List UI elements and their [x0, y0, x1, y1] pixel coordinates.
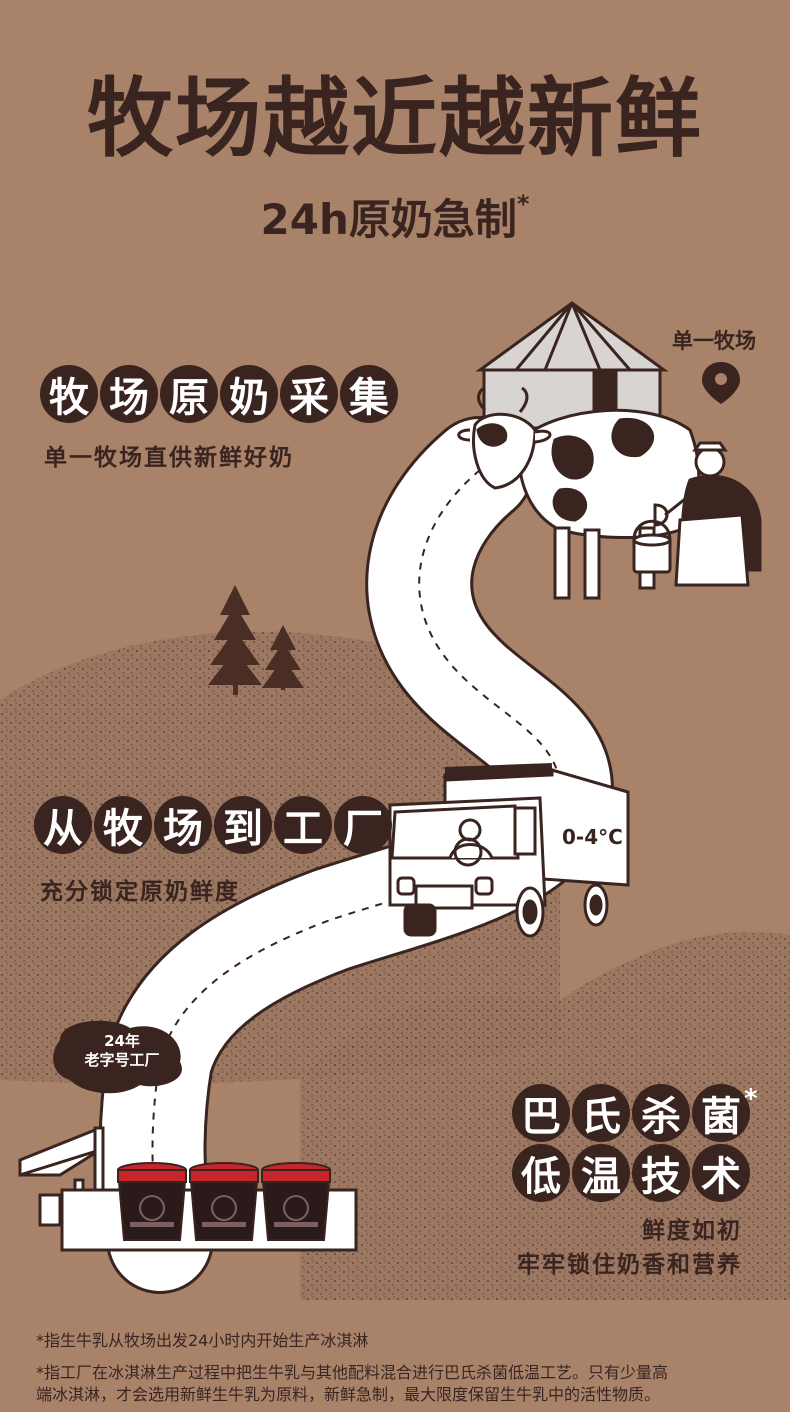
- process-pill: 杀: [632, 1084, 690, 1142]
- process-pill: 术: [692, 1144, 750, 1202]
- page-title: 牧场越近越新鲜: [87, 69, 703, 169]
- farm-pill: 采: [280, 365, 338, 423]
- process-desc: 鲜度如初 牢牢锁住奶香和营养: [517, 1214, 742, 1282]
- process-pill: 菌: [692, 1084, 750, 1142]
- footnote-1: *指生牛乳从牧场出发24小时内开始生产冰淇淋: [36, 1331, 369, 1350]
- farm-pill: 原: [160, 365, 218, 423]
- footnote-2: *指工厂在冰淇淋生产过程中把生牛乳与其他配料混合进行巴氏杀菌低温工艺。只有少量高…: [36, 1362, 766, 1406]
- farm-pill: 场: [100, 365, 158, 423]
- cow-illustration: [457, 386, 701, 600]
- subtitle-text: 24h原奶急制: [260, 195, 517, 244]
- process-mark: *: [744, 1084, 758, 1114]
- process-pill: 巴: [512, 1084, 570, 1142]
- transport-pill: 工: [274, 796, 332, 854]
- location-pin-icon: [702, 362, 740, 404]
- farm-heading: 牧 场 原 奶 采 集: [40, 365, 398, 423]
- transport-heading: 从 牧 场 到 工 厂: [34, 796, 392, 854]
- transport-pill: 从: [34, 796, 92, 854]
- transport-pill: 到: [214, 796, 272, 854]
- transport-pill: 场: [154, 796, 212, 854]
- truck-illustration: [388, 763, 630, 938]
- tree-icon: [208, 585, 304, 695]
- footnote-2-line-1: *指工厂在冰淇淋生产过程中把生牛乳与其他配料混合进行巴氏杀菌低温工艺。只有少量高: [36, 1363, 669, 1382]
- road-centerline: [151, 469, 562, 1241]
- subtitle-mark: *: [516, 190, 530, 218]
- process-desc-line-1: 鲜度如初: [642, 1218, 742, 1244]
- farm-pill: 集: [340, 365, 398, 423]
- footnote-2-line-2: 端冰淇淋，才会选用新鲜生牛乳为原料，新鲜急制，最大限度保留生牛乳中的活性物质。: [36, 1385, 661, 1404]
- map-label: 单一牧场: [672, 329, 756, 353]
- process-heading-1: 巴 氏 杀 菌: [512, 1084, 750, 1142]
- farm-pill: 牧: [40, 365, 98, 423]
- bubble-line-2: 老字号工厂: [84, 1051, 160, 1069]
- process-heading-2: 低 温 技 术: [512, 1144, 750, 1202]
- process-pill: 低: [512, 1144, 570, 1202]
- farm-desc: 单一牧场直供新鲜好奶: [44, 445, 294, 471]
- bubble-line-1: 24年: [104, 1032, 140, 1050]
- truck-temp: 0-4°C: [562, 825, 623, 849]
- process-pill: 技: [632, 1144, 690, 1202]
- process-pill: 温: [572, 1144, 630, 1202]
- milker-illustration: [632, 441, 762, 587]
- transport-desc: 充分锁定原奶鲜度: [40, 879, 240, 905]
- farm-pill: 奶: [220, 365, 278, 423]
- process-desc-line-2: 牢牢锁住奶香和营养: [517, 1252, 742, 1278]
- page-subtitle: 24h原奶急制*: [0, 186, 790, 247]
- hill-left: [0, 631, 560, 1084]
- transport-pill: 厂: [334, 796, 392, 854]
- factory-bubble-text: 24年 老字号工厂: [62, 1032, 182, 1070]
- factory-bubble: [53, 1020, 182, 1094]
- ice-cream-tub-icon: [116, 1162, 332, 1241]
- yurt-illustration: [475, 301, 669, 430]
- process-pill: 氏: [572, 1084, 630, 1142]
- transport-pill: 牧: [94, 796, 152, 854]
